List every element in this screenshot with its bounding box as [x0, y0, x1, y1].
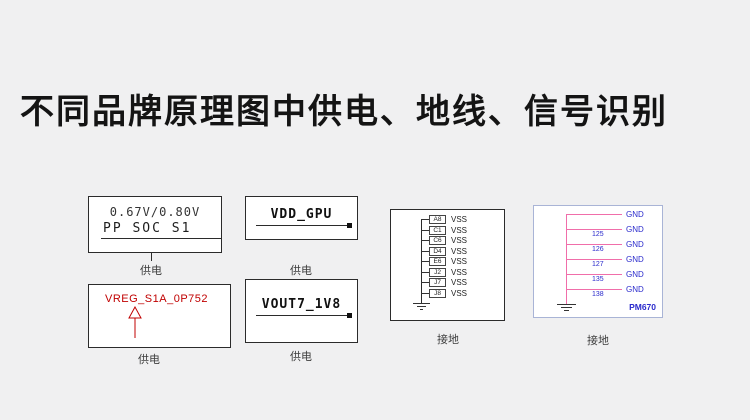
pin-number: 125	[592, 231, 604, 238]
caption-power-1: 供电	[140, 265, 162, 277]
net-label-gnd: GND	[626, 285, 644, 294]
net-label: VSS	[451, 289, 468, 298]
wire	[421, 282, 429, 283]
net-label: VSS	[451, 236, 468, 245]
wire	[256, 225, 349, 226]
wire	[421, 293, 429, 294]
ground-icon	[561, 307, 572, 308]
net-label: VSS	[451, 257, 468, 266]
pin-number: 135	[592, 276, 604, 283]
caption-ground-2: 接地	[587, 335, 609, 347]
voltage-annotation: 0.67V/0.80V	[109, 205, 201, 219]
pin-box: J2	[429, 268, 446, 277]
wire	[566, 289, 622, 290]
net-label-gnd: GND	[626, 270, 644, 279]
net-label-vreg: VREG_S1A_0P752	[105, 293, 209, 305]
pin-box: J8	[429, 289, 446, 298]
page-title: 不同品牌原理图中供电、地线、信号识别	[20, 93, 668, 131]
chip-name-label: PM670	[629, 302, 656, 312]
wire	[256, 315, 349, 316]
pin-number: 126	[592, 246, 604, 253]
net-label-pp-soc: PP SOC S1	[103, 221, 192, 236]
net-label-gnd: GND	[626, 225, 644, 234]
net-label: VSS	[451, 278, 468, 287]
net-label: VSS	[451, 226, 468, 235]
wire	[421, 230, 429, 231]
wire	[421, 272, 429, 273]
net-label: VSS	[451, 247, 468, 256]
pin-box: A8	[429, 215, 446, 224]
ground-icon	[420, 309, 423, 310]
power-flag-icon	[128, 305, 142, 338]
ground-icon	[417, 306, 426, 307]
wire	[421, 261, 429, 262]
net-label-vdd-gpu: VDD_GPU	[270, 207, 333, 222]
net-label: VSS	[451, 268, 468, 277]
ground-icon	[564, 310, 569, 311]
schematic-snippet-vreg: VREG_S1A_0P752	[88, 284, 231, 348]
wire	[566, 214, 622, 215]
pin-box: C6	[429, 236, 446, 245]
terminal-square-icon	[347, 313, 352, 318]
schematic-snippet-pm670: GND 125 GND 126 GND 127 GND 135 GND 138 …	[533, 205, 663, 318]
wire	[566, 274, 622, 275]
pin-number: 127	[592, 261, 604, 268]
net-label-gnd: GND	[626, 210, 644, 219]
caption-power-3: 供电	[138, 354, 160, 366]
net-label-gnd: GND	[626, 255, 644, 264]
pin-box: E6	[429, 257, 446, 266]
pin-box: D4	[429, 247, 446, 256]
pin-box: C1	[429, 226, 446, 235]
net-label-gnd: GND	[626, 240, 644, 249]
wire	[421, 219, 429, 220]
wire	[566, 229, 622, 230]
wire	[421, 240, 429, 241]
wire	[101, 238, 221, 239]
caption-power-4: 供电	[290, 351, 312, 363]
pin-box: J7	[429, 278, 446, 287]
schematic-snippet-vout: VOUT7_1V8	[245, 279, 358, 343]
caption-ground-1: 接地	[437, 334, 459, 346]
net-label: VSS	[451, 215, 468, 224]
wire	[421, 251, 429, 252]
schematic-snippet-vdd-gpu: VDD_GPU	[245, 196, 358, 240]
wire-stub	[151, 253, 152, 261]
net-label-vout: VOUT7_1V8	[261, 297, 342, 312]
wire	[566, 244, 622, 245]
schematic-snippet-pp-soc: 0.67V/0.80V PP SOC S1	[88, 196, 222, 253]
pin-number: 138	[592, 291, 604, 298]
ground-icon	[413, 303, 430, 304]
caption-power-2: 供电	[290, 265, 312, 277]
terminal-square-icon	[347, 223, 352, 228]
ground-icon	[557, 304, 576, 305]
wire	[566, 259, 622, 260]
